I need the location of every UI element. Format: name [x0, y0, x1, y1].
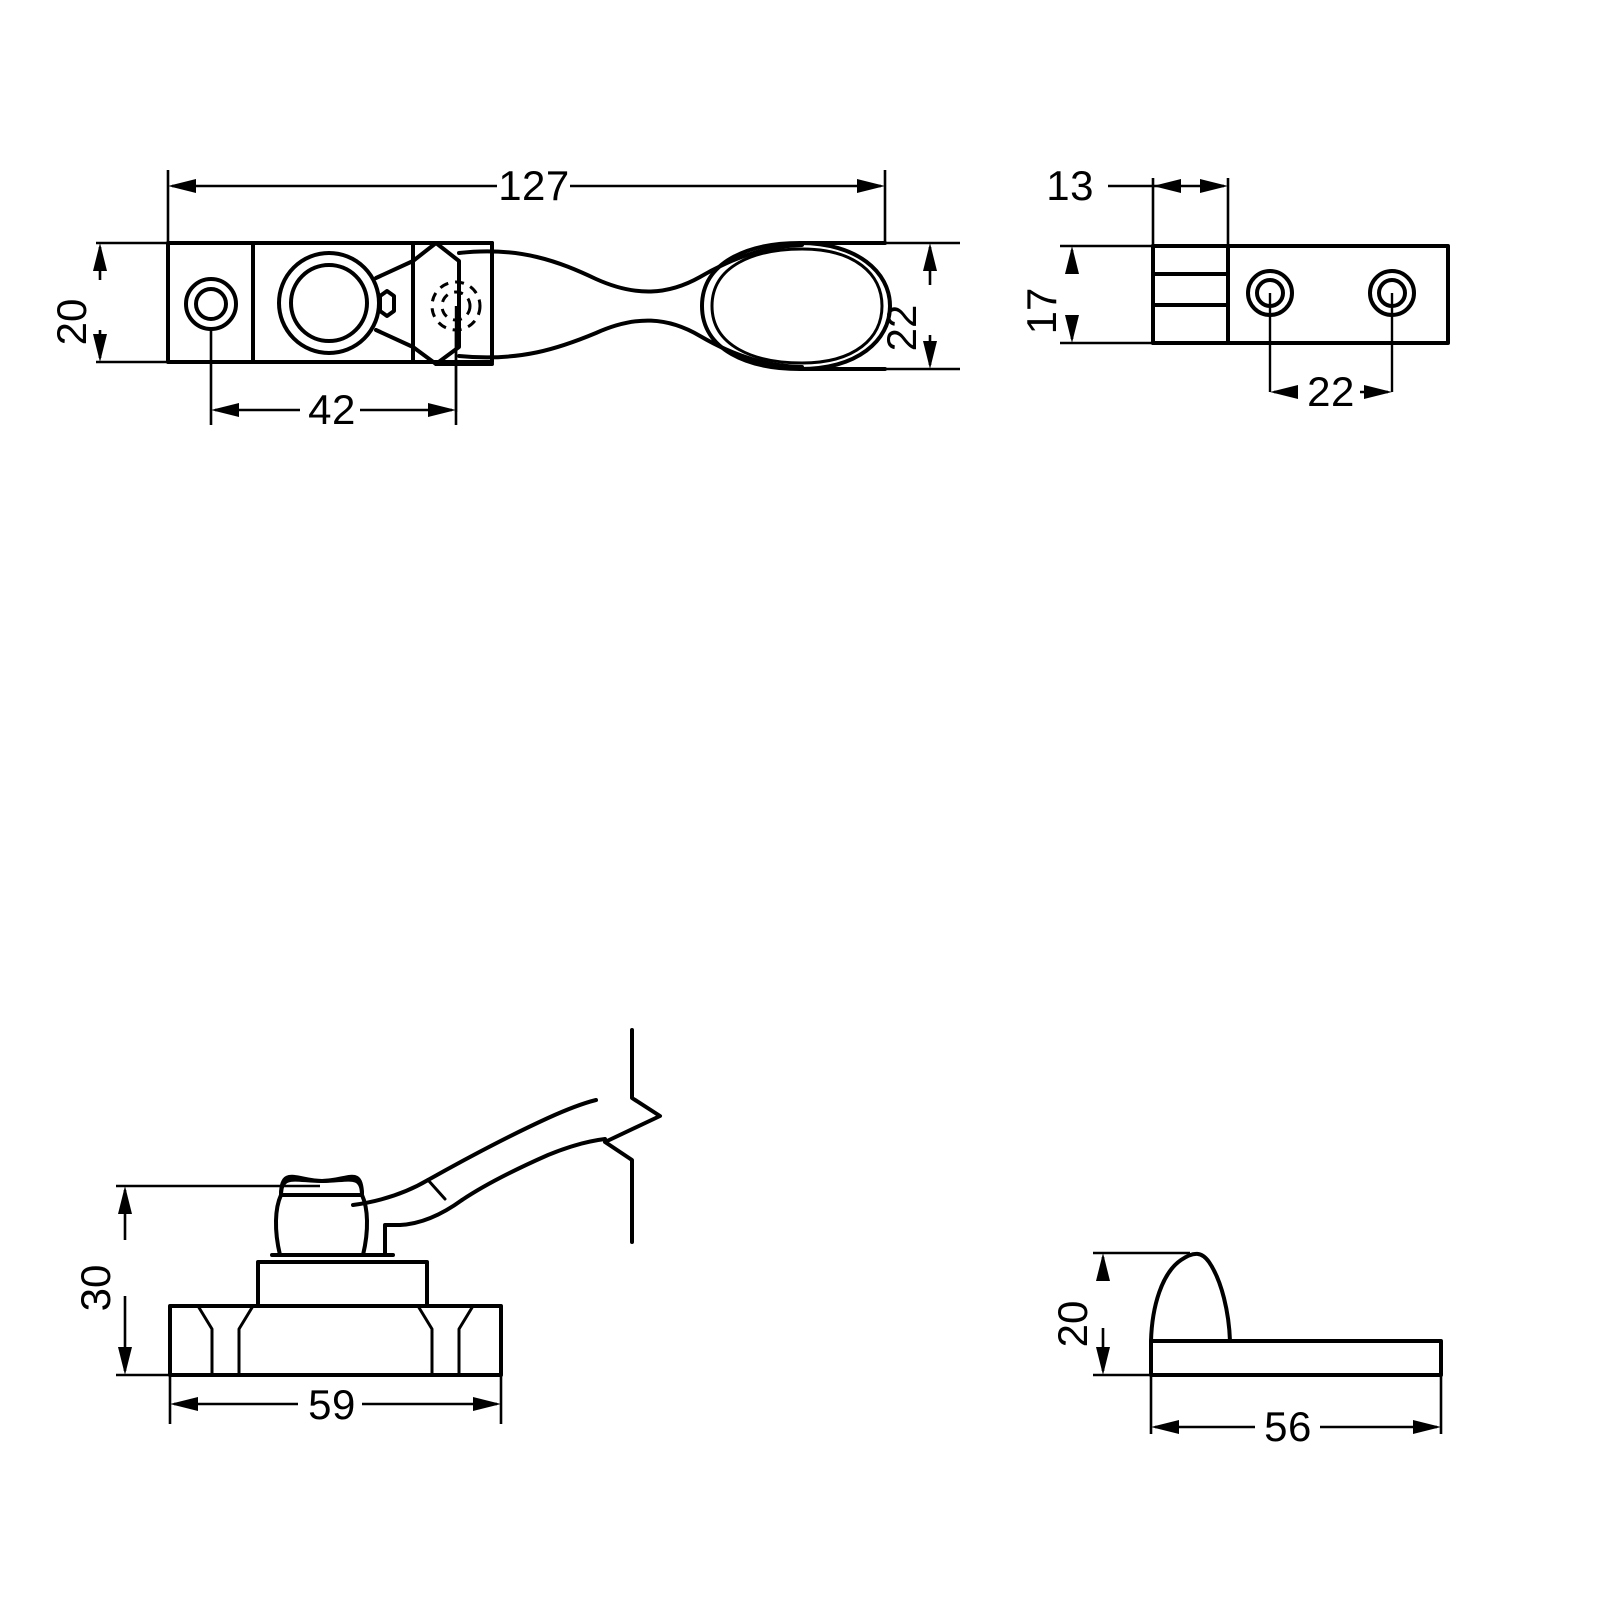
dimension-30: 30 — [72, 1184, 320, 1377]
dimension-17: 17 — [1018, 244, 1153, 345]
dimension-42: 42 — [209, 330, 458, 433]
lever-arm-section — [426, 1098, 607, 1202]
dim-label-56: 56 — [1264, 1403, 1312, 1450]
dimension-22-spacing: 22 — [1270, 368, 1392, 415]
lever-knob-oval — [700, 241, 892, 371]
dim-label-127: 127 — [498, 162, 570, 209]
dim-label-17: 17 — [1018, 288, 1065, 335]
dim-label-59: 59 — [308, 1381, 356, 1428]
dimension-13: 13 — [1046, 162, 1230, 246]
lever-neck — [351, 1178, 464, 1257]
dimension-127: 127 — [166, 162, 887, 243]
dimension-20-keep: 20 — [1049, 1251, 1190, 1377]
pedestal-block — [256, 1260, 429, 1308]
view-bottom-section: 30 59 — [72, 1028, 662, 1428]
lever-arm-profile — [457, 243, 804, 369]
lever-pivot-block — [411, 241, 494, 366]
rose-taper-edges — [374, 259, 415, 349]
keep-hook — [1149, 1251, 1232, 1343]
dim-label-20-plate: 20 — [48, 299, 95, 346]
stop-block — [1151, 244, 1230, 345]
base-flange — [168, 1304, 503, 1377]
dim-label-30: 30 — [72, 1265, 119, 1312]
break-line — [603, 1028, 662, 1244]
dimension-20-plate: 20 — [48, 241, 168, 364]
dim-label-20-keep: 20 — [1049, 1301, 1096, 1348]
view-top-side: 13 17 22 — [1018, 162, 1450, 415]
dim-label-22-spacing: 22 — [1307, 368, 1355, 415]
rose-boss-outline — [277, 251, 381, 355]
dim-label-42: 42 — [308, 386, 356, 433]
screw-hole-side-2 — [1368, 269, 1416, 392]
dimension-22-handle: 22 — [878, 241, 960, 371]
screw-hole-side-1 — [1246, 269, 1294, 392]
pin-hole — [378, 289, 396, 318]
dim-label-13: 13 — [1046, 162, 1094, 209]
dimension-59: 59 — [168, 1375, 503, 1428]
view-bottom-keep: 20 56 — [1049, 1251, 1443, 1450]
dimension-56: 56 — [1149, 1375, 1443, 1450]
keep-plate — [1149, 1339, 1443, 1377]
backplate-outline — [166, 241, 494, 364]
view-top-plan: 127 20 22 — [48, 162, 960, 433]
boss-body — [274, 1174, 369, 1257]
dim-label-22-handle: 22 — [878, 305, 925, 352]
screw-hole-left — [184, 277, 238, 331]
